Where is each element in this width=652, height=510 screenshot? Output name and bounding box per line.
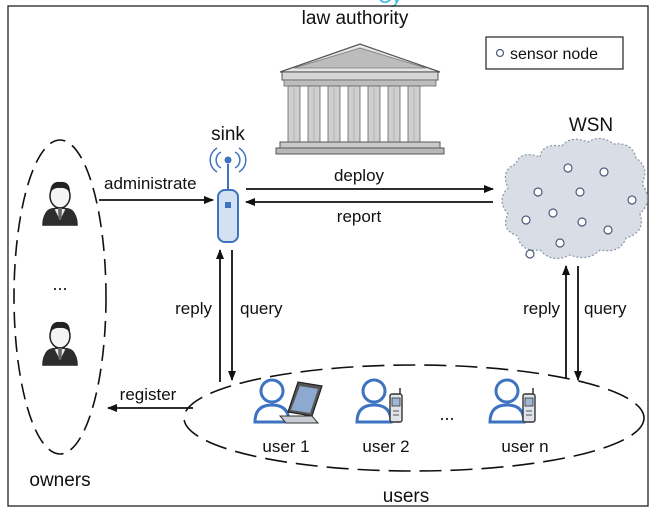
deploy-label: deploy [334, 166, 385, 185]
legend-box [485, 36, 624, 70]
owners-label: owners [29, 470, 90, 491]
owners-ellipsis: ... [52, 274, 67, 294]
user-2: user 2 [355, 378, 410, 456]
wsn-cloud [501, 137, 649, 260]
user-n-label: user n [501, 437, 548, 456]
query-left-label: query [240, 299, 283, 318]
user-1: user 1 [253, 378, 323, 456]
sensor-node-legend-icon [495, 48, 505, 58]
user-1-label: user 1 [262, 437, 309, 456]
user-n-avatar [488, 378, 526, 424]
phone-icon [389, 387, 403, 423]
figure-border [7, 5, 649, 507]
sensor-nodes [521, 163, 637, 259]
legend-label: sensor node [510, 46, 598, 63]
laptop-icon [278, 381, 323, 424]
reply-left-label: reply [175, 299, 212, 318]
reply-right-label: reply [523, 299, 560, 318]
sink-label: sink [211, 124, 245, 145]
administrate-label: administrate [104, 174, 197, 193]
law-authority-label: law authority [302, 8, 409, 29]
owner-avatar-2 [42, 321, 78, 366]
users-ellipsis: ... [439, 404, 454, 424]
wsn-label: WSN [569, 115, 613, 136]
users-label: users [383, 486, 429, 507]
register-label: register [120, 385, 177, 404]
phone-icon [522, 387, 536, 423]
header-fragment: Cy [378, 0, 403, 8]
query-right-label: query [584, 299, 627, 318]
sink-antenna-icon [209, 147, 247, 243]
owners-group-ellipse [13, 139, 107, 455]
report-label: report [337, 207, 382, 226]
user-n: user n [488, 378, 549, 456]
owner-avatar-1 [42, 181, 78, 226]
user-2-avatar [355, 378, 393, 424]
users-group-ellipse [183, 364, 645, 472]
user-2-label: user 2 [362, 437, 409, 456]
courthouse-icon [275, 43, 445, 155]
legend: sensor node [485, 36, 624, 70]
